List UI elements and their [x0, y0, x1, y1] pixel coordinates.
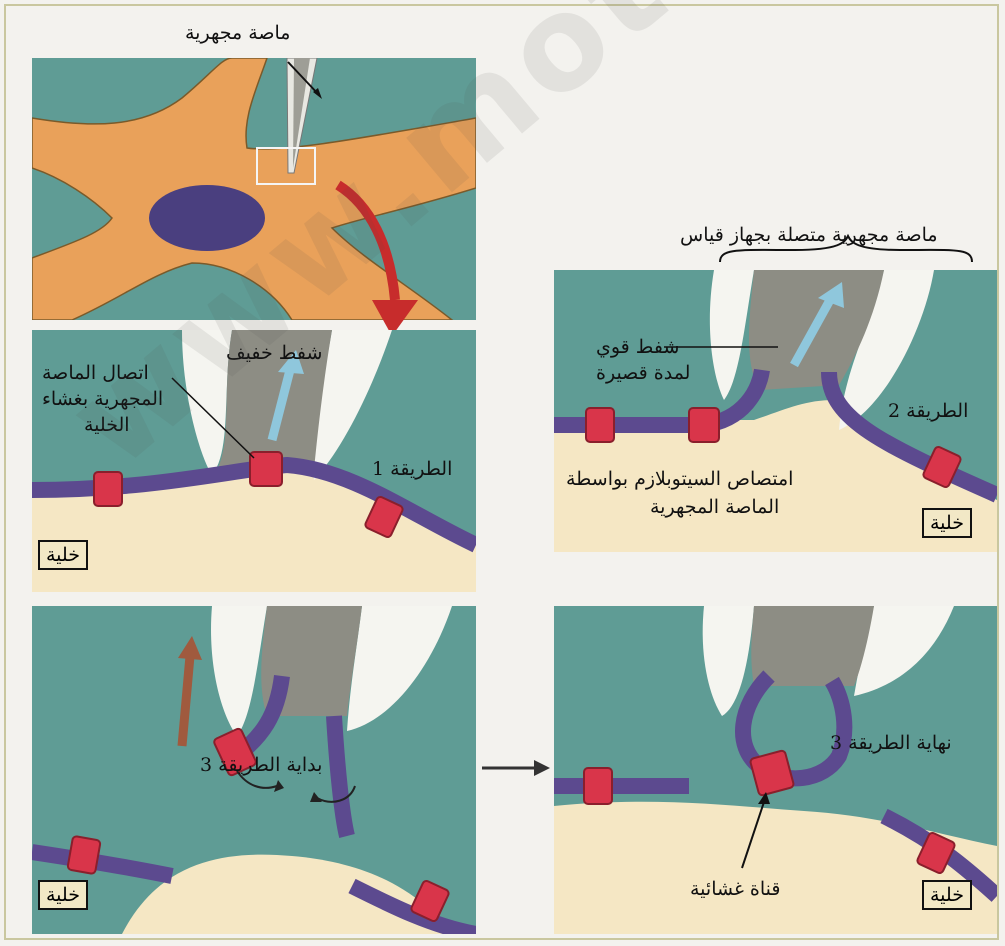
method-1-label: الطريقة 1 — [372, 456, 452, 482]
cell-box-3: خلية — [38, 880, 88, 910]
channel-left — [584, 768, 612, 804]
cytoplasm-suction-label-1: امتصاص السيتوبلازم بواسطة — [566, 466, 793, 492]
cytoplasm-suction-label-2: الماصة المجهرية — [650, 494, 779, 520]
channel-1 — [94, 472, 122, 506]
membrane-channel-label: قناة غشائية — [690, 876, 780, 902]
strong-suction-label-2: لمدة قصيرة — [596, 360, 690, 386]
pipette-connected-label: ماصة مجهرية متصلة بجهاز قياس — [680, 222, 938, 248]
strong-suction-label-1: شفط قوي — [596, 334, 679, 360]
channel-left — [67, 836, 100, 874]
method-2-label: الطريقة 2 — [888, 398, 968, 424]
pipette-label: ماصة مجهرية — [185, 20, 290, 46]
pipette-lumen — [751, 606, 874, 686]
channel-2 — [689, 408, 719, 442]
cell-box-2: خلية — [922, 508, 972, 538]
channel-2 — [250, 452, 282, 486]
channel-1 — [586, 408, 614, 442]
cell-box-4: خلية — [922, 880, 972, 910]
cell-box-1: خلية — [38, 540, 88, 570]
method-3-start-label: بداية الطريقة 3 — [200, 752, 322, 778]
method-3-end-label: نهاية الطريقة 3 — [830, 730, 952, 756]
